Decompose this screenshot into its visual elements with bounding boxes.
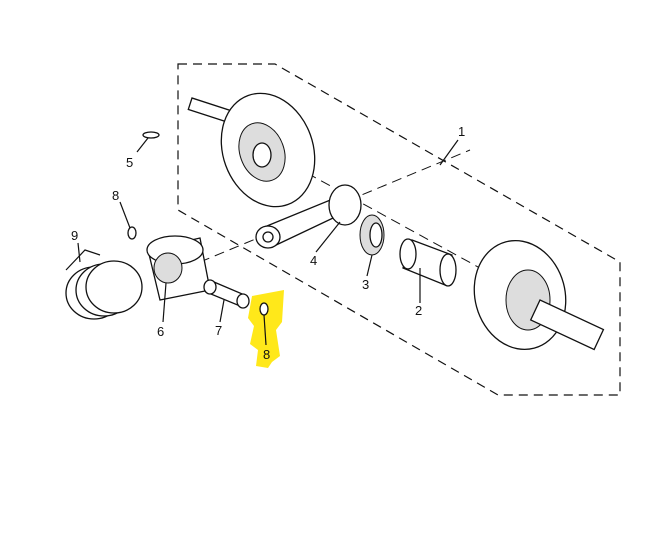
- callout-2: 2: [415, 303, 422, 318]
- highlight-part-8: [248, 290, 284, 368]
- callout-8-highlighted: 8: [263, 347, 270, 362]
- assembly-boundary: [177, 63, 621, 396]
- piston: [146, 235, 211, 301]
- callout-9: 9: [71, 228, 78, 243]
- needle-bearing: [359, 214, 385, 256]
- connecting-rod: [255, 184, 362, 249]
- callout-3: 3: [362, 277, 369, 292]
- piston-pin: [203, 279, 250, 309]
- woodruff-key: [142, 131, 160, 139]
- crank-pin: [399, 238, 457, 287]
- callout-6: 6: [157, 324, 164, 339]
- callout-7: 7: [215, 323, 222, 338]
- crankshaft-left-half: [187, 92, 316, 208]
- callout-4: 4: [310, 253, 317, 268]
- piston-pin-clip: [127, 226, 137, 240]
- callout-8: 8: [112, 188, 119, 203]
- callout-5: 5: [126, 155, 133, 170]
- piston-rings: [65, 249, 143, 320]
- piston-pin-clip-highlighted: [259, 302, 269, 316]
- callout-1: 1: [458, 124, 465, 139]
- crankshaft-right-half: [473, 239, 605, 351]
